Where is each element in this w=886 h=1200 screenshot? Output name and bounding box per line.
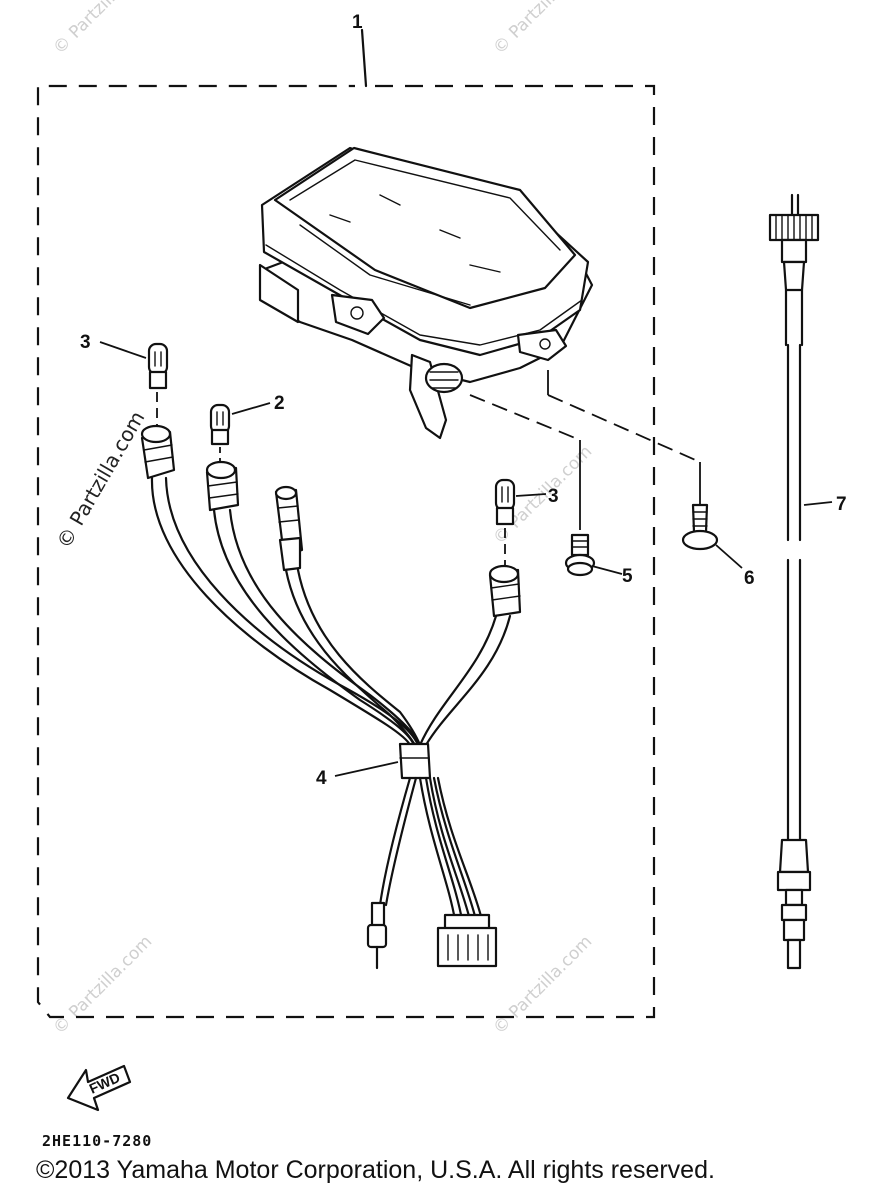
- assembly-boundary: [36, 28, 656, 1019]
- meter-assembly: [258, 146, 594, 440]
- bulb-part-2: [209, 403, 231, 446]
- bulb-part-3-right: [494, 478, 516, 526]
- diagram-code: 2HE110-7280: [42, 1132, 152, 1150]
- callout-6: 6: [744, 568, 755, 589]
- watermark: © Partzilla.com: [489, 0, 596, 59]
- watermark: © Partzilla.com: [49, 932, 156, 1039]
- callout-2: 2: [274, 393, 285, 414]
- callout-4: 4: [316, 768, 327, 789]
- forward-arrow-icon: FWD: [66, 1064, 132, 1112]
- callout-1: 1: [352, 12, 363, 33]
- callout-3-left: 3: [80, 332, 91, 353]
- watermarks: © Partzilla.com © Partzilla.com © Partzi…: [49, 0, 596, 1039]
- watermark-dark: © Partzilla.com: [52, 407, 150, 553]
- callout-7: 7: [836, 494, 847, 515]
- callout-5: 5: [622, 566, 633, 587]
- watermark: © Partzilla.com: [489, 932, 596, 1039]
- screw-part-6: [681, 503, 719, 551]
- copyright-notice: ©2013 Yamaha Motor Corporation, U.S.A. A…: [36, 1156, 715, 1184]
- wire-harness-part-4: [140, 424, 522, 970]
- screw-part-5: [564, 533, 596, 577]
- bulb-part-3-left: [147, 342, 169, 390]
- speedometer-cable-part-7: [768, 193, 820, 970]
- watermark: © Partzilla.com: [49, 0, 156, 59]
- callout-3-right: 3: [548, 486, 559, 507]
